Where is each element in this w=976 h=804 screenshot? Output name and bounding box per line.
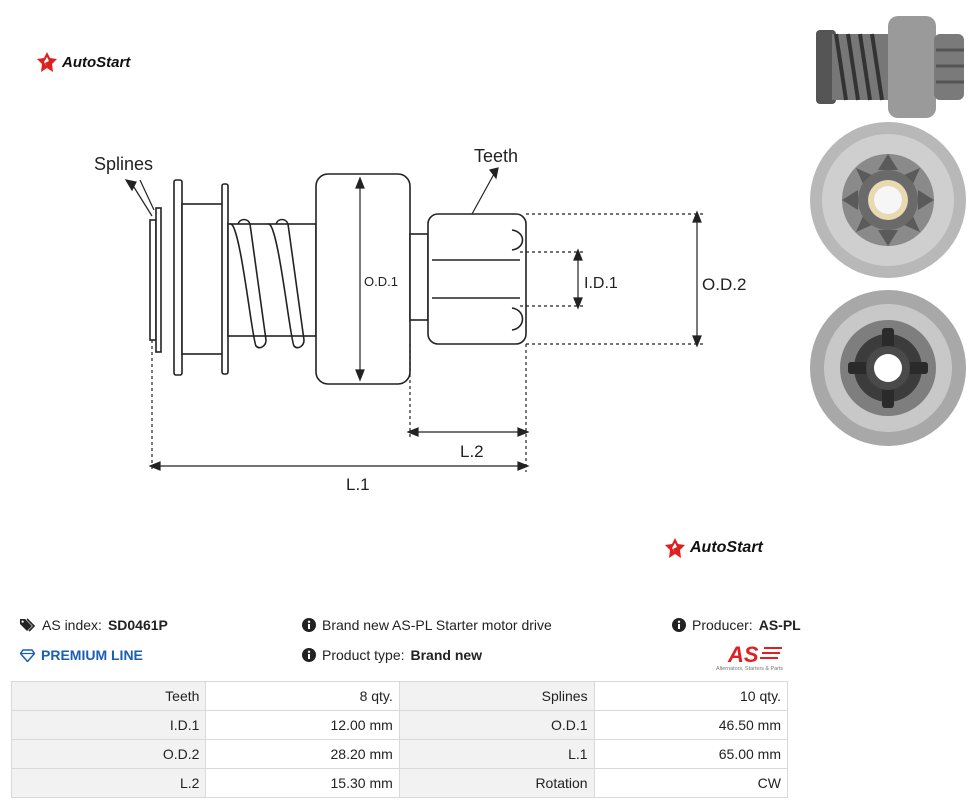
- spec-label: Teeth: [10, 681, 207, 711]
- description: Brand new AS-PL Starter motor drive: [302, 617, 552, 633]
- spec-label: L.2: [10, 768, 207, 798]
- spec-value: 15.30 mm: [205, 768, 400, 798]
- l2-label: L.2: [460, 442, 484, 461]
- starter-drive-back-photo: [810, 290, 966, 446]
- spec-value: 28.20 mm: [205, 739, 400, 769]
- technical-diagram: Splines Teeth O.D.1 I.D.1 O.D.2 L.2 L.1: [94, 146, 746, 494]
- product-type-label: Product type:: [322, 647, 405, 663]
- info-circle-icon: [302, 648, 316, 662]
- product-type-value: Brand new: [410, 647, 483, 663]
- autostart-star-icon: [37, 52, 57, 72]
- info-circle-icon: [302, 618, 316, 632]
- tags-icon: [20, 618, 36, 632]
- spec-value: CW: [593, 768, 789, 798]
- info-circle-icon: [672, 618, 686, 632]
- description-text: Brand new AS-PL Starter motor drive: [322, 617, 552, 633]
- as-pl-logo-text: AS: [727, 642, 759, 667]
- starter-drive-front-photo: [810, 122, 966, 278]
- as-index: AS index: SD0461P: [20, 617, 168, 633]
- autostart-logo-text: AutoStart: [62, 53, 131, 71]
- spec-label: I.D.1: [10, 710, 207, 740]
- spec-label: Rotation: [398, 768, 595, 798]
- teeth-label: Teeth: [474, 146, 518, 166]
- as-index-label: AS index:: [42, 617, 102, 633]
- spec-label: L.1: [398, 739, 595, 769]
- diamond-icon: [20, 648, 35, 662]
- product-type: Product type: Brand new: [302, 647, 482, 663]
- spec-value: 8 qty.: [205, 681, 400, 711]
- as-pl-logo-subtitle: Alternators, Starters & Parts: [716, 666, 783, 672]
- spec-value: 65.00 mm: [593, 739, 789, 769]
- as-pl-logo: AS Alternators, Starters & Parts: [716, 642, 783, 672]
- splines-plate: [149, 219, 157, 341]
- spec-value: 46.50 mm: [593, 710, 789, 740]
- premium-line-label: PREMIUM LINE: [41, 647, 143, 663]
- autostart-logo-text: AutoStart: [690, 539, 763, 556]
- premium-line: PREMIUM LINE: [20, 647, 143, 663]
- as-index-value: SD0461P: [107, 617, 168, 633]
- autostart-star-icon: [665, 538, 685, 558]
- spec-label: Splines: [398, 681, 595, 711]
- producer-value: AS-PL: [758, 617, 801, 633]
- l1-label: L.1: [346, 475, 370, 494]
- spec-value: 12.00 mm: [205, 710, 400, 740]
- pinion-teeth: [427, 213, 527, 345]
- od2-label: O.D.2: [702, 275, 746, 294]
- autostart-logo-top: AutoStart: [36, 51, 130, 73]
- splines-label: Splines: [94, 154, 153, 174]
- producer-label: Producer:: [692, 617, 753, 633]
- product-info: AS index: SD0461P PREMIUM LINE Brand new…: [18, 614, 808, 674]
- od1-label: O.D.1: [364, 274, 398, 289]
- spec-label: O.D.2: [10, 739, 207, 769]
- id1-label: I.D.1: [584, 275, 618, 292]
- spec-value: 10 qty.: [593, 681, 789, 711]
- starter-drive-side-photo: [806, 10, 966, 118]
- autostart-logo-bottom: AutoStart: [664, 537, 763, 559]
- producer: Producer: AS-PL: [672, 617, 801, 633]
- spec-label: O.D.1: [398, 710, 595, 740]
